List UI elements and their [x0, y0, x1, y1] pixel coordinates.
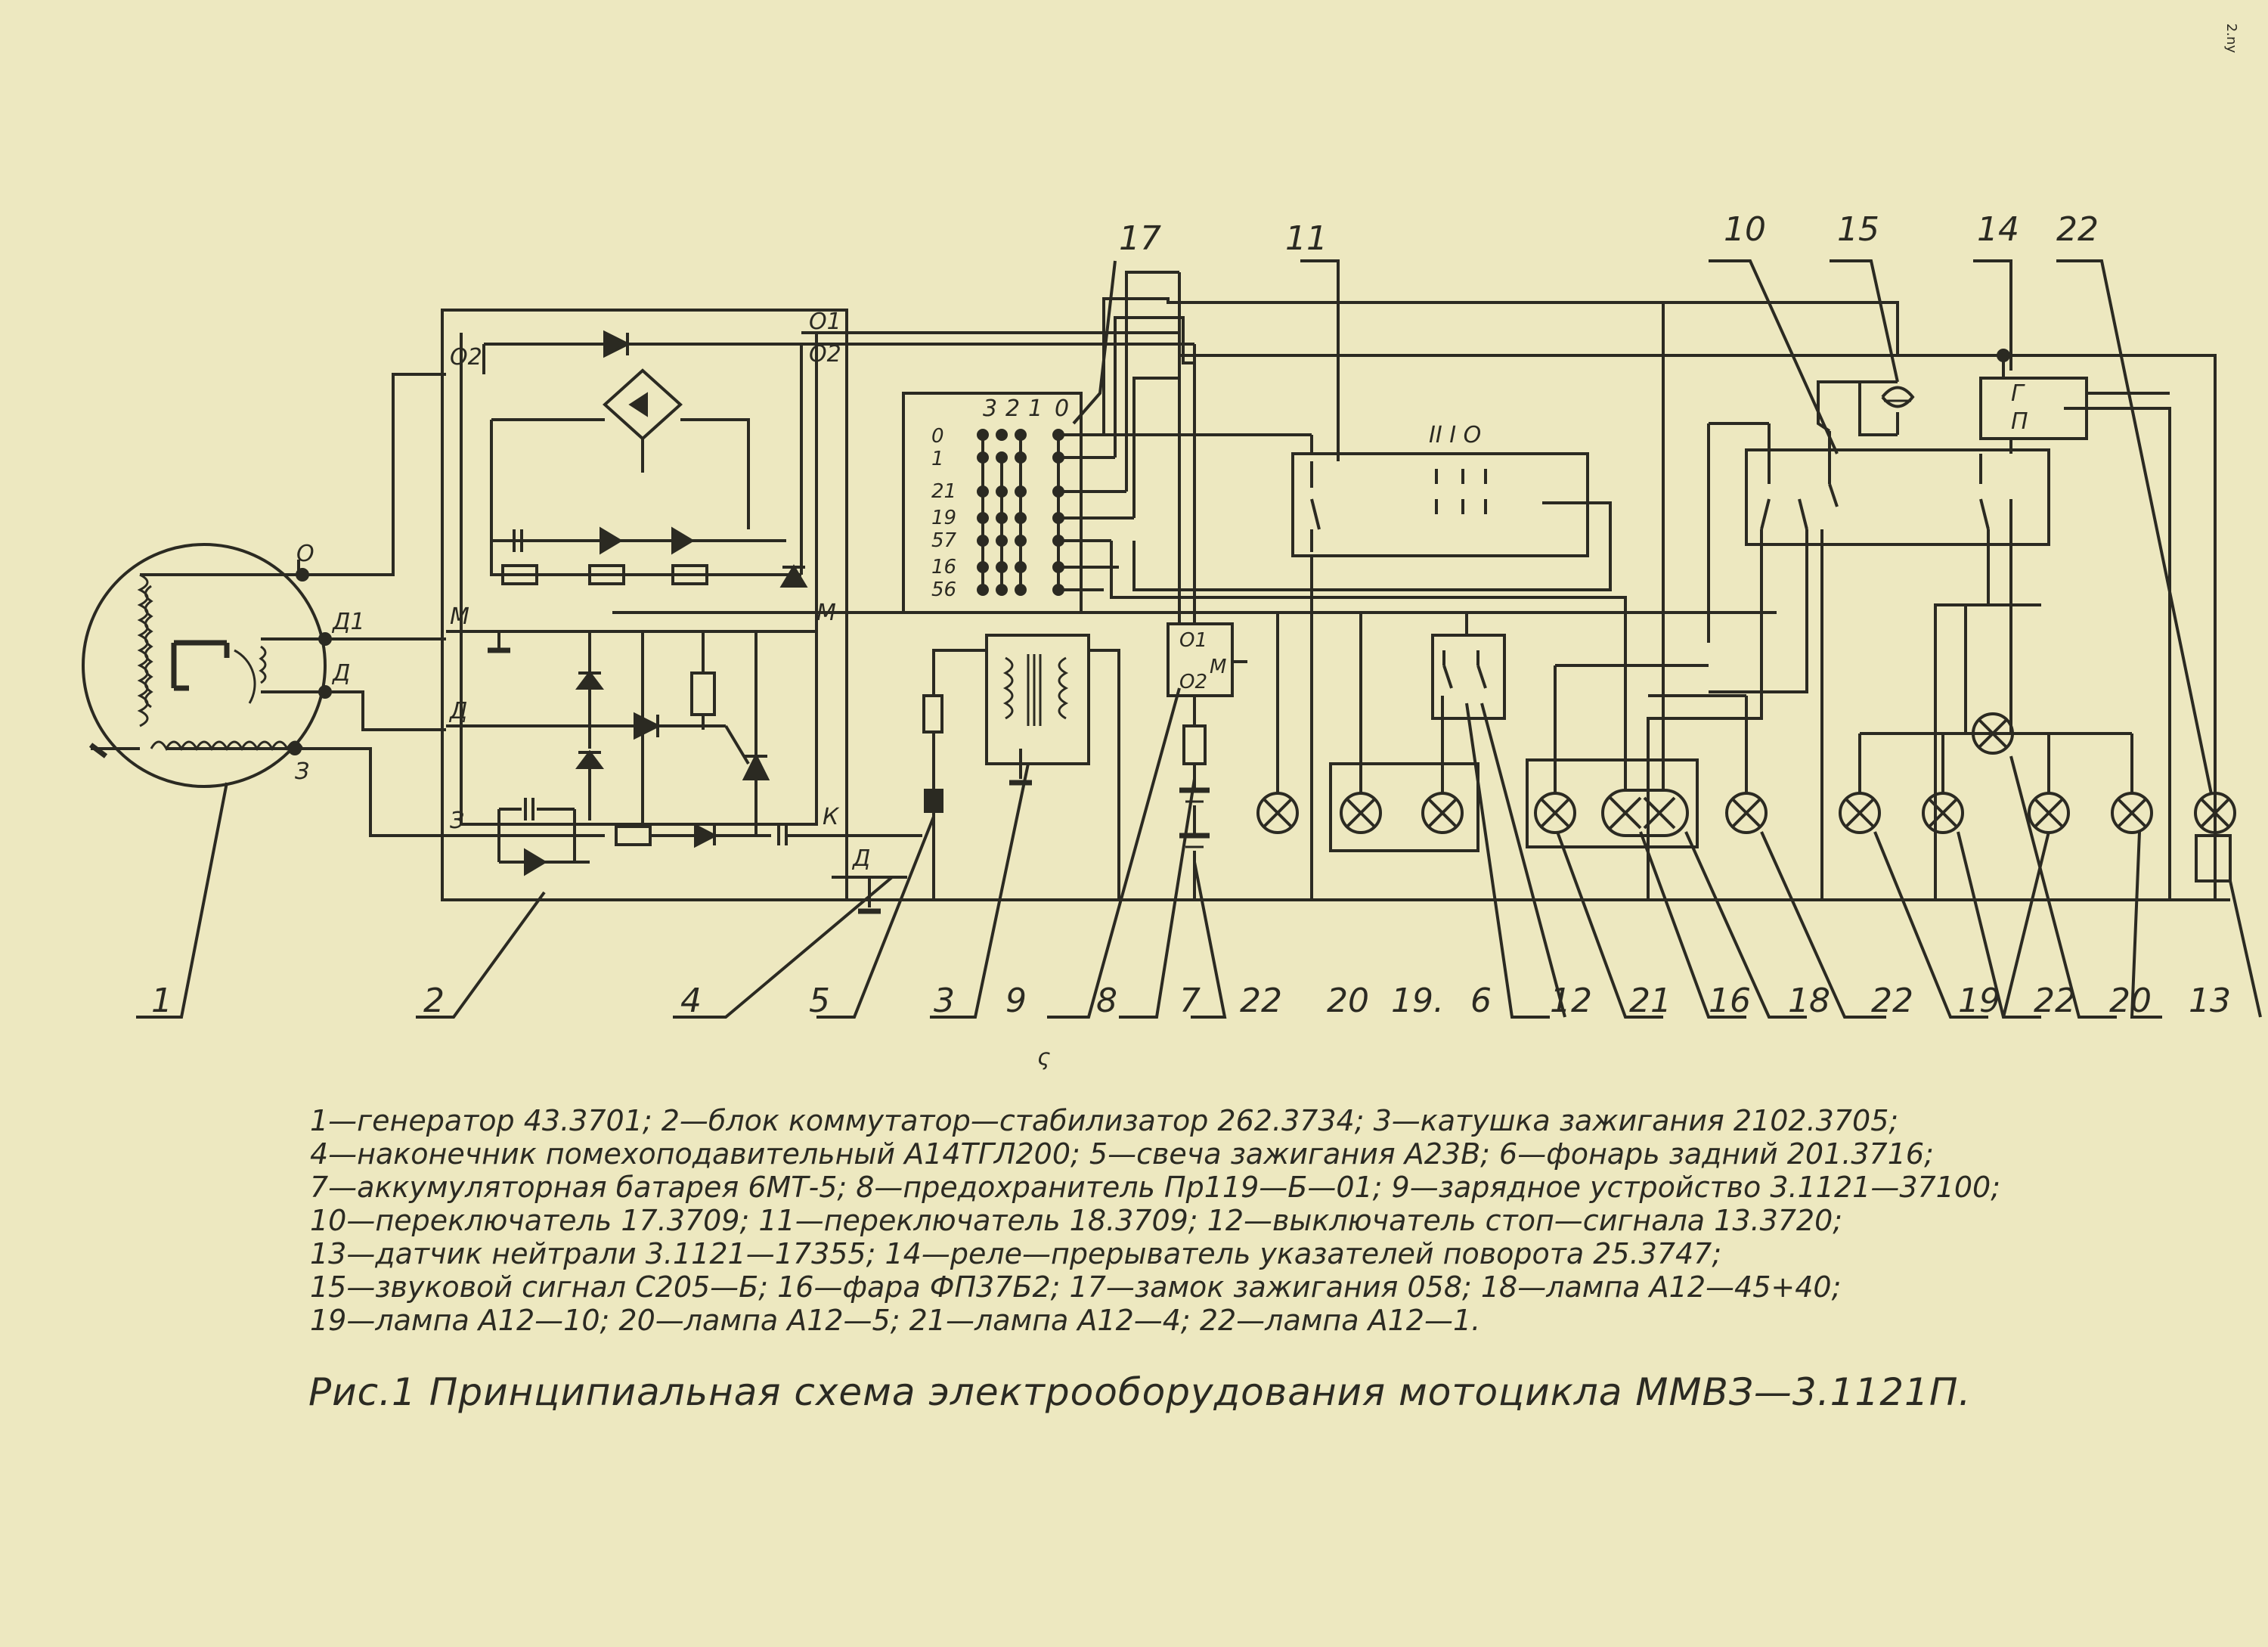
lamp-top: [1972, 712, 2014, 755]
terminal-label: О1: [809, 309, 841, 335]
ignition-row-label: 16: [931, 556, 956, 578]
figure-caption: Рис.1 Принципиальная схема электрооборуд…: [308, 1370, 1972, 1414]
terminal-label: О2: [809, 341, 841, 368]
terminal-label: З: [295, 758, 309, 785]
corner-mark: 2.ny: [2223, 23, 2240, 54]
lamp-22-a: [1256, 792, 1299, 834]
callout-label: 8: [1096, 982, 1117, 1020]
headlight-frame: [1526, 758, 1699, 848]
ignition-row-label: 0: [931, 425, 944, 448]
callout-label: 20: [1327, 982, 1369, 1020]
callout-label: 15: [1837, 210, 1879, 249]
legend: 1—генератор 43.3701; 2—блок коммутатор—с…: [310, 1104, 2215, 1337]
terminal-label: Д: [331, 660, 350, 687]
ignition-row-label: 21: [931, 480, 956, 503]
tail-light-frame: [1329, 762, 1479, 852]
ignition-row-label: 56: [931, 578, 956, 601]
turn-signal-relay: [1979, 349, 2171, 900]
callout-label: 6: [1470, 982, 1492, 1020]
legend-line: 13—датчик нейтрали 3.1121—17355; 14—реле…: [310, 1237, 1722, 1270]
ignition-position-label: 2: [1005, 395, 1020, 422]
terminal-label: П: [2011, 408, 2028, 435]
callout-label: 13: [2189, 982, 2231, 1020]
terminal-label: М: [450, 603, 469, 630]
generator: [82, 543, 332, 788]
spark-plug: [922, 649, 987, 900]
legend-line: 7—аккумуляторная батарея 6МТ-5; 8—предох…: [310, 1171, 2001, 1204]
terminal-label: О: [296, 541, 314, 567]
terminal-label: Г: [2011, 380, 2025, 407]
callout-label: 19.: [1391, 982, 1444, 1020]
callout-label: 4: [680, 982, 702, 1020]
ignition-position-label: 1: [1028, 395, 1043, 422]
terminal-label: Д: [448, 698, 467, 724]
terminal-label: Д: [851, 845, 870, 872]
wiring-diagram: О Д1 Д З О1 О2 О2 М М Д З К Д О1 О2 М Г …: [82, 210, 2262, 1071]
callout-label: 7: [1179, 982, 1201, 1020]
callout-label: 1: [151, 982, 172, 1020]
terminal-label: О2: [450, 344, 482, 371]
lamp-headlight: [1601, 789, 1689, 837]
callout-label: 22: [1871, 982, 1913, 1020]
legend-line: 10—переключатель 17.3709; 11—переключате…: [310, 1204, 1843, 1237]
lamp-22-b: [1839, 792, 1881, 834]
lamp-19-c: [2028, 792, 2070, 834]
lamp-21-a: [1534, 792, 1576, 834]
callout-label: 9: [1005, 982, 1027, 1020]
ignition-position-label: 0: [1055, 395, 1069, 422]
callout-label: 22: [2034, 982, 2076, 1020]
lamp-18: [1725, 792, 1768, 834]
legend-line: 4—наконечник помехоподавительный А14ТГЛ2…: [310, 1137, 1934, 1171]
callout-label: 21: [1629, 982, 1672, 1020]
terminal-label: К: [823, 804, 840, 830]
stray-mark: ς: [1037, 1044, 1051, 1071]
lamp-19-b: [1922, 792, 1964, 834]
horn: [1858, 382, 1915, 436]
callout-label: 22: [1240, 982, 1282, 1020]
neutral-sensor: [2195, 834, 2232, 882]
callout-label: 12: [1550, 982, 1592, 1020]
terminal-label: О2: [1179, 671, 1207, 693]
legend-line: 1—генератор 43.3701; 2—блок коммутатор—с…: [310, 1104, 1899, 1137]
ignition-lock: [902, 392, 1134, 614]
terminal-label: О1: [1179, 629, 1207, 652]
callout-label: 11: [1285, 219, 1328, 258]
callout-label: 5: [809, 982, 830, 1020]
callout-label: 19: [1958, 982, 2000, 1020]
lamp-19-a: [1421, 792, 1464, 834]
ignition-coil: [985, 634, 1090, 786]
lamp-20-b: [2111, 792, 2153, 834]
ignition-row-label: 1: [931, 448, 944, 470]
fuse: [1167, 333, 1247, 697]
terminal-label: Д1: [331, 609, 365, 635]
ignition-row-label: 57: [931, 529, 957, 552]
callout-label: 16: [1709, 982, 1751, 1020]
switch-11: [1110, 435, 1627, 900]
commutator-stabilizer-block: [441, 309, 1194, 914]
callout-label: 17: [1119, 219, 1161, 258]
callout-label: 2: [423, 982, 445, 1020]
callout-label: 10: [1724, 210, 1766, 249]
legend-line: 19—лампа А12—10; 20—лампа А12—5; 21—ламп…: [310, 1304, 1481, 1337]
terminal-label: З: [450, 808, 464, 834]
ignition-row-label: 19: [931, 507, 956, 529]
switch-positions-label: II I O: [1429, 422, 1481, 448]
callout-label: 14: [1977, 210, 2019, 249]
ignition-position-label: 3: [983, 395, 997, 422]
terminal-label: М: [1210, 656, 1226, 678]
callout-label: 3: [934, 982, 955, 1020]
legend-line: 15—звуковой сигнал С205—Б; 16—фара ФП37Б…: [310, 1270, 1842, 1304]
callout-label: 20: [2109, 982, 2152, 1020]
lamp-20-a: [1340, 792, 1382, 834]
terminal-label: М: [816, 600, 836, 626]
callout-label: 22: [2056, 210, 2099, 249]
callout-label: 18: [1788, 982, 1830, 1020]
